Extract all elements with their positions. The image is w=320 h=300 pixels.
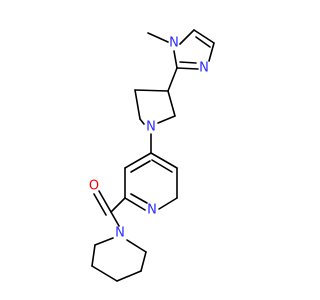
bond-pip-n-c2 xyxy=(126,239,147,253)
bond-im-c4-n3 xyxy=(208,42,215,62)
bond-py-c4-c5-double xyxy=(151,159,173,173)
bond-py-c6-n1 xyxy=(158,197,178,210)
bond-py-c3-c4-double xyxy=(130,160,151,173)
bond-im-n3-c2 xyxy=(176,67,199,70)
bond-py-c3-c4 xyxy=(124,152,152,169)
atom-labels: N N N N N O xyxy=(89,36,209,241)
bond-py-n1-c2-double xyxy=(130,193,148,204)
bond-pyr-c4-c5 xyxy=(134,89,141,120)
bond-co-2 xyxy=(93,193,107,216)
bond-im-pyr xyxy=(167,67,178,92)
bond-im-c5-c4 xyxy=(193,29,215,44)
bond-pyr-c2-c3 xyxy=(167,90,176,117)
bond-pip-c2-c3 xyxy=(140,251,147,272)
bond-co-1 xyxy=(98,190,112,213)
atom-n-piperidine: N xyxy=(115,226,125,241)
bond-pip-c3-c4 xyxy=(116,270,142,282)
bond-pyr-c5-n1 xyxy=(139,118,145,125)
bond-im-c5-c4-double xyxy=(195,36,211,48)
atom-n-imidazole: N xyxy=(199,61,209,76)
bond-im-n3-c2-double xyxy=(179,61,197,64)
bond-pyr-n1-c2 xyxy=(157,115,176,124)
atom-n-pyrrolidine: N xyxy=(146,120,156,135)
molecule-structure-diagram: N N N N N O xyxy=(89,29,215,282)
bond-im-n1-c5 xyxy=(179,29,195,45)
bond-co-pip xyxy=(110,211,120,227)
bond-py-c4-c5 xyxy=(150,152,178,169)
atom-n-methyl: N xyxy=(169,36,179,51)
bond-pyr-c3-c4 xyxy=(134,89,169,92)
bond-pip-c6-n xyxy=(94,237,114,246)
bond-pip-c5-c6 xyxy=(91,244,96,267)
bond-methyl xyxy=(147,32,169,43)
atom-o-carbonyl: O xyxy=(89,179,99,194)
bond-pip-c4-c5 xyxy=(91,265,118,282)
bond-im-c2-n1 xyxy=(173,50,178,69)
bond-py-carbonyl xyxy=(110,197,126,213)
bond-py-n1-c2 xyxy=(124,197,146,211)
atom-n-pyridine: N xyxy=(147,203,157,218)
bonds xyxy=(91,29,215,282)
